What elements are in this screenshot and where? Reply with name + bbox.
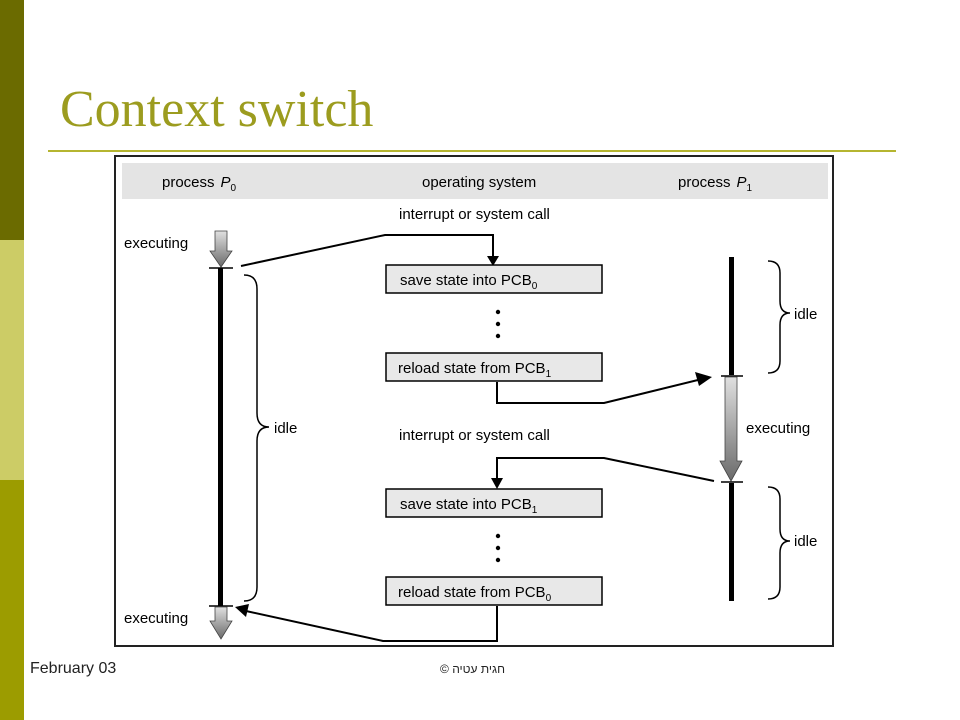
decor-bar-bottom (0, 480, 24, 720)
p1-executing-arrow (719, 376, 743, 482)
box-reload-pcb0 (385, 576, 603, 606)
arrow-os-to-p0 (245, 606, 498, 642)
ellipsis-dot (495, 309, 501, 315)
label-executing-p0-top: executing (124, 235, 188, 252)
label-executing-p0-bottom: executing (124, 610, 188, 627)
p0-executing-arrow-top (209, 230, 233, 268)
p0-idle-bar (218, 268, 223, 606)
title-divider (48, 150, 896, 152)
label-interrupt-bottom: interrupt or system call (399, 427, 550, 444)
arrowhead-p1 (695, 372, 712, 386)
p1-idle-bar-bottom (729, 483, 734, 601)
decor-bar-top (0, 0, 24, 240)
label-idle-p1-bottom: idle (794, 533, 817, 550)
slide-title: Context switch (60, 81, 374, 138)
ellipsis-dot (495, 321, 501, 327)
ellipsis-dot (495, 533, 501, 539)
label-executing-p1: executing (746, 420, 810, 437)
footer-date: February 03 (30, 660, 117, 677)
box-save-pcb0-text: save state into PCB0 (400, 272, 538, 292)
p1-idle-brace-bottom (767, 486, 791, 600)
box-reload-pcb0-text: reload state from PCB0 (398, 584, 552, 604)
box-save-pcb1-text: save state into PCB1 (400, 496, 538, 516)
header-os: operating system (422, 174, 536, 191)
p1-idle-brace-top (767, 260, 791, 374)
arrow-p0-to-os-top (240, 234, 494, 267)
arrowhead-p0 (235, 604, 249, 617)
p0-executing-arrow-bottom (209, 606, 233, 640)
box-save-pcb1 (385, 488, 603, 518)
arrowhead-os-top (487, 256, 499, 266)
arrow-p1-to-os (496, 457, 715, 482)
arrow-os-to-p1 (496, 378, 703, 404)
ellipsis-dot (495, 545, 501, 551)
box-reload-pcb1-text: reload state from PCB1 (398, 360, 552, 380)
ellipsis-dot (495, 557, 501, 563)
decor-bar-middle (0, 240, 24, 480)
box-save-pcb0 (385, 264, 603, 294)
p0-idle-brace (243, 274, 270, 602)
label-idle-p1-top: idle (794, 306, 817, 323)
box-reload-pcb1 (385, 352, 603, 382)
label-interrupt-top: interrupt or system call (399, 206, 550, 223)
ellipsis-dot (495, 333, 501, 339)
header-band (122, 163, 828, 199)
diagram-frame (114, 155, 834, 647)
arrowhead-os-bottom (491, 478, 503, 489)
p1-idle-bar-top (729, 257, 734, 375)
footer-copyright: © חגית עטיה (440, 662, 505, 676)
label-idle-p0: idle (274, 420, 297, 437)
